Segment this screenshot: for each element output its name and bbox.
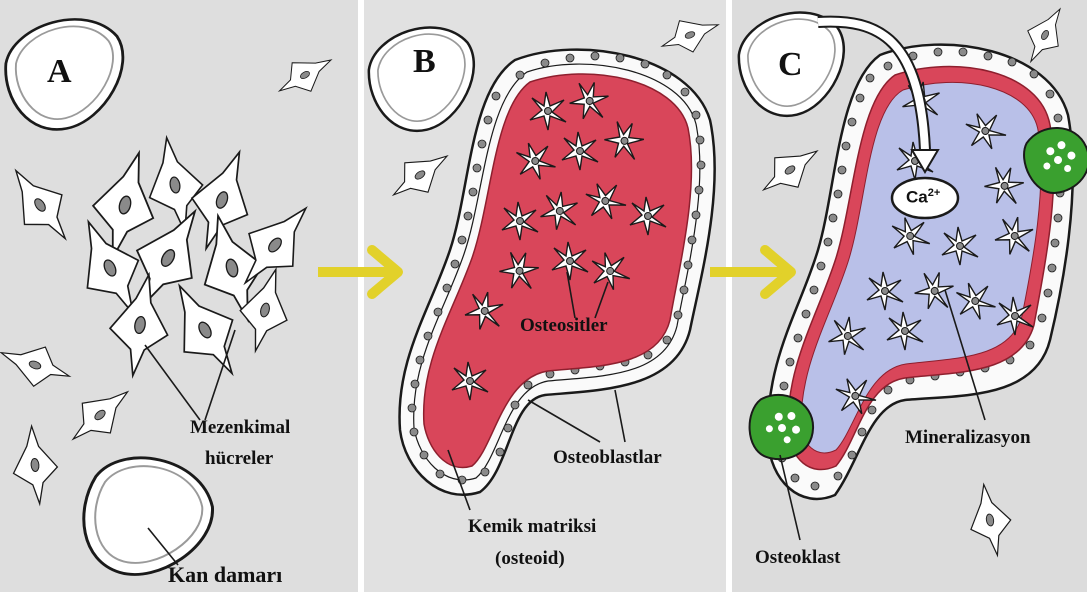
label-mezenkimal-line2: hücreler bbox=[205, 449, 273, 468]
label-osteoklast: Osteoklast bbox=[755, 548, 841, 567]
label-mineralizasyon: Mineralizasyon bbox=[905, 428, 1031, 447]
label-osteositler: Osteositler bbox=[520, 316, 608, 335]
calcium-charge: 2+ bbox=[928, 187, 941, 199]
panel-label-c: C bbox=[778, 48, 803, 82]
label-mezenkimal-line1: Mezenkimal bbox=[190, 418, 290, 437]
label-kan-damari: Kan damarı bbox=[168, 564, 282, 586]
label-kemik-line1: Kemik matriksi bbox=[468, 517, 596, 536]
panel-label-b: B bbox=[413, 45, 436, 79]
panel-label-a: A bbox=[47, 55, 72, 89]
calcium-symbol: Ca bbox=[906, 188, 928, 207]
label-osteoblastlar: Osteoblastlar bbox=[553, 448, 662, 467]
label-calcium-ion: Ca2+ bbox=[906, 187, 940, 208]
label-kemik-line2: (osteoid) bbox=[495, 549, 565, 568]
